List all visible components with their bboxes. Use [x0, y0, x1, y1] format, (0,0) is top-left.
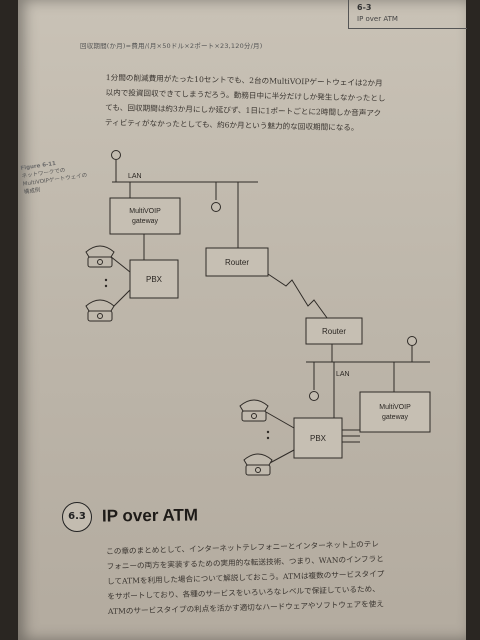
gateway-label-bottom: MultiVOIP — [379, 404, 411, 411]
lan-node-icon — [211, 202, 221, 212]
pbx-box-left — [129, 259, 179, 299]
gateway-label-top: MultiVOIP — [129, 208, 161, 215]
router-label-left: Router — [225, 258, 249, 267]
router-box-right — [305, 317, 363, 345]
gateway-box-top — [109, 197, 181, 235]
section-title: IP over ATM — [101, 505, 199, 526]
telephone-icon — [239, 399, 269, 422]
lan-label-top: LAN — [128, 173, 142, 180]
section-heading: 6.3 IP over ATM — [48, 500, 468, 540]
lan-label-bottom: LAN — [336, 371, 350, 378]
router-label-right: Router — [322, 327, 346, 336]
pbx-label-right: PBX — [310, 434, 327, 443]
telephone-icon — [85, 245, 115, 268]
pbx-box-right — [293, 417, 343, 459]
header-section-title: IP over ATM — [357, 15, 398, 23]
paragraph-atm-intro: この章のまとめとして、インターネットテレフォニーとインターネット上のテレ フォニ… — [106, 536, 385, 619]
network-diagram: LAN MultiVOIP gateway PBX Router Router … — [85, 150, 431, 476]
lan-node-icon — [309, 391, 319, 401]
header-section-number: 6-3 — [357, 3, 372, 12]
running-header: 6-3 IP over ATM — [348, 0, 467, 29]
telephone-icon — [85, 299, 115, 322]
lan-terminator-icon — [111, 150, 121, 160]
gateway-label-top: gateway — [132, 218, 159, 225]
book-page: 6-3 IP over ATM 回収期間(か月)=費用/(月×50ドル×2ポート… — [18, 0, 468, 640]
payback-formula: 回収期間(か月)=費用/(月×50ドル×2ポート×23,120分/月) — [80, 42, 263, 50]
telephone-icon — [243, 453, 273, 476]
lan-terminator-icon — [407, 336, 417, 346]
gateway-label-bottom: gateway — [382, 414, 409, 421]
wan-link — [267, 273, 331, 323]
pbx-label-left: PBX — [146, 275, 163, 284]
section-number-badge: 6.3 — [62, 502, 92, 532]
gateway-box-bottom — [359, 391, 431, 433]
router-box-left — [205, 247, 269, 277]
